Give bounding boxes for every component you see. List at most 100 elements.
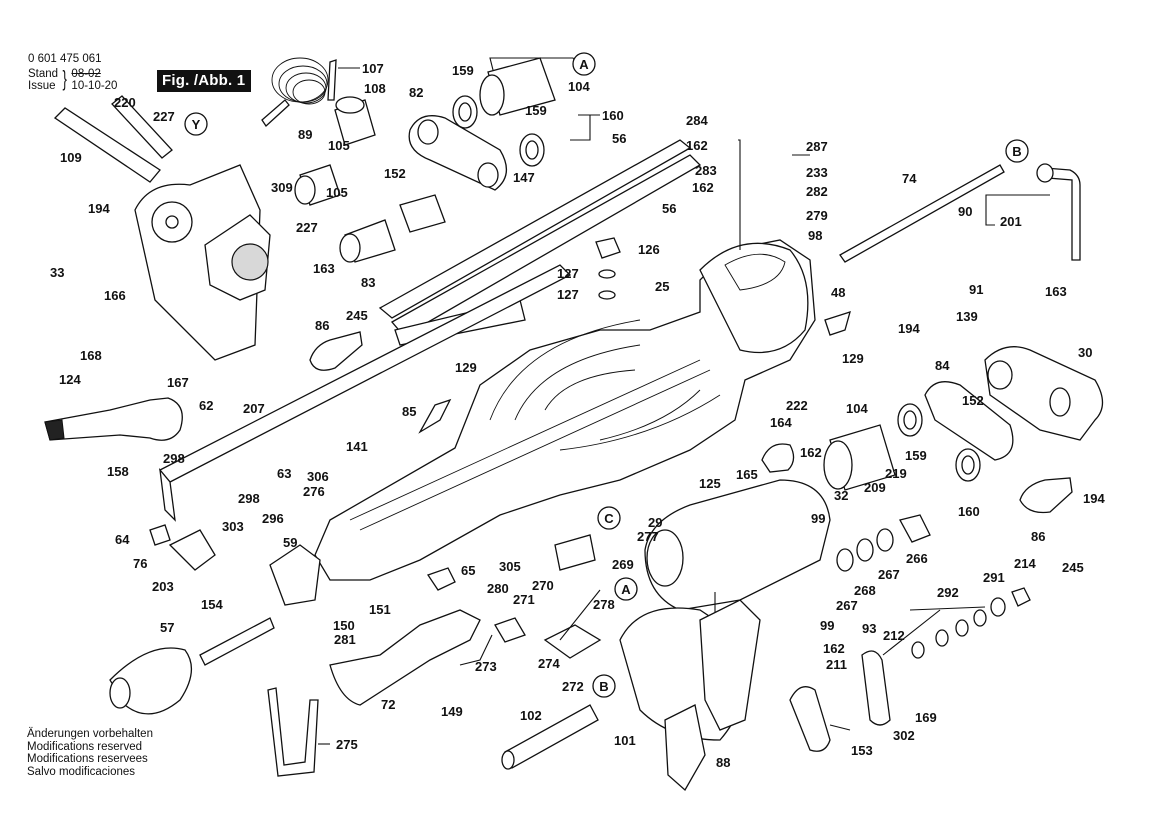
slider-block-269 [554, 534, 596, 571]
lever-handle-62 [44, 397, 183, 441]
threaded-rod-220 [111, 95, 173, 159]
part-label-162: 162 [823, 641, 845, 656]
part-label-129: 129 [455, 360, 477, 375]
lever-grip [44, 419, 65, 441]
part-label-62: 62 [199, 398, 213, 413]
part-label-99: 99 [820, 618, 834, 633]
part-label-30: 30 [1078, 345, 1092, 360]
clamp-handle-72 [329, 609, 481, 706]
torsion-spring [261, 57, 337, 127]
reference-marker-b: B [592, 674, 616, 698]
part-label-273: 273 [475, 659, 497, 674]
part-label-59: 59 [283, 535, 297, 550]
bevel-arm [699, 599, 761, 731]
part-label-65: 65 [461, 563, 475, 578]
notice-line-en: Modifications reserved [27, 740, 143, 753]
shaft-102-end [501, 750, 515, 770]
housing-29 [644, 479, 831, 611]
reference-circle [184, 112, 208, 136]
document-header: 0 601 475 061 Stand Issue } 08-02 10-10-… [28, 53, 117, 92]
cap-64 [149, 524, 171, 546]
part-label-309: 309 [271, 180, 293, 195]
leader [985, 210, 995, 226]
hex-key-90 [1044, 167, 1081, 261]
part-label-211: 211 [826, 657, 847, 672]
plate-93 [861, 650, 891, 726]
rod-74 [839, 164, 1005, 263]
part-label-194: 194 [898, 321, 920, 336]
part-label-74: 74 [902, 171, 917, 186]
part-label-220: 220 [114, 95, 136, 110]
issue-value: 10-10-20 [71, 80, 118, 92]
part-label-105: 105 [328, 138, 350, 153]
turntable-arc-2 [514, 344, 641, 421]
washer-159d [955, 448, 981, 482]
part-label-32: 32 [834, 488, 848, 503]
reference-marker-c: C [597, 506, 621, 530]
washer-159c [897, 403, 923, 437]
reference-marker-a: A [572, 52, 596, 76]
brace-glyph: } [62, 66, 67, 91]
reference-letter: Y [192, 117, 201, 132]
leader [985, 194, 1050, 210]
stand-value: 08-02 [71, 68, 101, 80]
part-label-227: 227 [153, 109, 175, 124]
part-label-245: 245 [346, 308, 368, 323]
cover-86b [1019, 477, 1073, 514]
leader [882, 606, 986, 656]
part-label-159: 159 [905, 448, 927, 463]
part-label-209: 209 [864, 480, 886, 495]
part-label-29: 29 [648, 515, 662, 530]
part-label-292: 292 [937, 585, 959, 600]
part-label-266: 266 [906, 551, 928, 566]
reference-letter: B [599, 679, 608, 694]
part-label-267: 267 [878, 567, 900, 582]
part-label-296: 296 [262, 511, 284, 526]
part-label-278: 278 [593, 597, 615, 612]
part-label-159: 159 [525, 103, 547, 118]
base-turntable [314, 239, 816, 581]
washer-127b [598, 290, 616, 300]
bushing-105b [339, 219, 396, 263]
leader [570, 115, 591, 141]
part-label-93: 93 [862, 621, 876, 636]
part-label-105: 105 [326, 185, 348, 200]
part-label-245: 245 [1062, 560, 1084, 575]
part-label-125: 125 [699, 476, 721, 491]
part-label-302: 302 [893, 728, 915, 743]
leader [459, 634, 493, 666]
part-label-270: 270 [532, 578, 554, 593]
part-label-163: 163 [313, 261, 335, 276]
nut-266 [899, 514, 931, 543]
part-label-194: 194 [88, 201, 110, 216]
part-label-101: 101 [614, 733, 636, 748]
bushing-108 [334, 96, 376, 146]
bevel-scale-88 [664, 704, 706, 792]
part-label-201: 201 [1000, 214, 1022, 229]
part-label-267: 267 [836, 598, 858, 613]
part-label-159: 159 [452, 63, 474, 78]
turntable-arc-5 [599, 389, 701, 441]
part-label-233: 233 [806, 165, 828, 180]
reference-letter: C [604, 511, 614, 526]
plate-hole-a [417, 119, 439, 145]
turntable-arc-4 [559, 394, 721, 451]
reference-letter: A [621, 582, 631, 597]
part-number: 0 601 475 061 [28, 53, 102, 65]
part-label-151: 151 [369, 602, 391, 617]
part-label-219: 219 [885, 466, 907, 481]
shaft-102 [504, 704, 599, 769]
part-label-153: 153 [851, 743, 873, 758]
part-label-291: 291 [983, 570, 1005, 585]
link-plate-84 [924, 381, 1014, 461]
reference-circle [572, 52, 596, 76]
part-label-166: 166 [104, 288, 126, 303]
part-label-305: 305 [499, 559, 521, 574]
washer-stack-292 [911, 597, 1006, 659]
long-bar-end [159, 467, 176, 522]
turntable-arc-3 [544, 369, 636, 411]
part-label-222: 222 [786, 398, 808, 413]
part-label-306: 306 [307, 469, 329, 484]
